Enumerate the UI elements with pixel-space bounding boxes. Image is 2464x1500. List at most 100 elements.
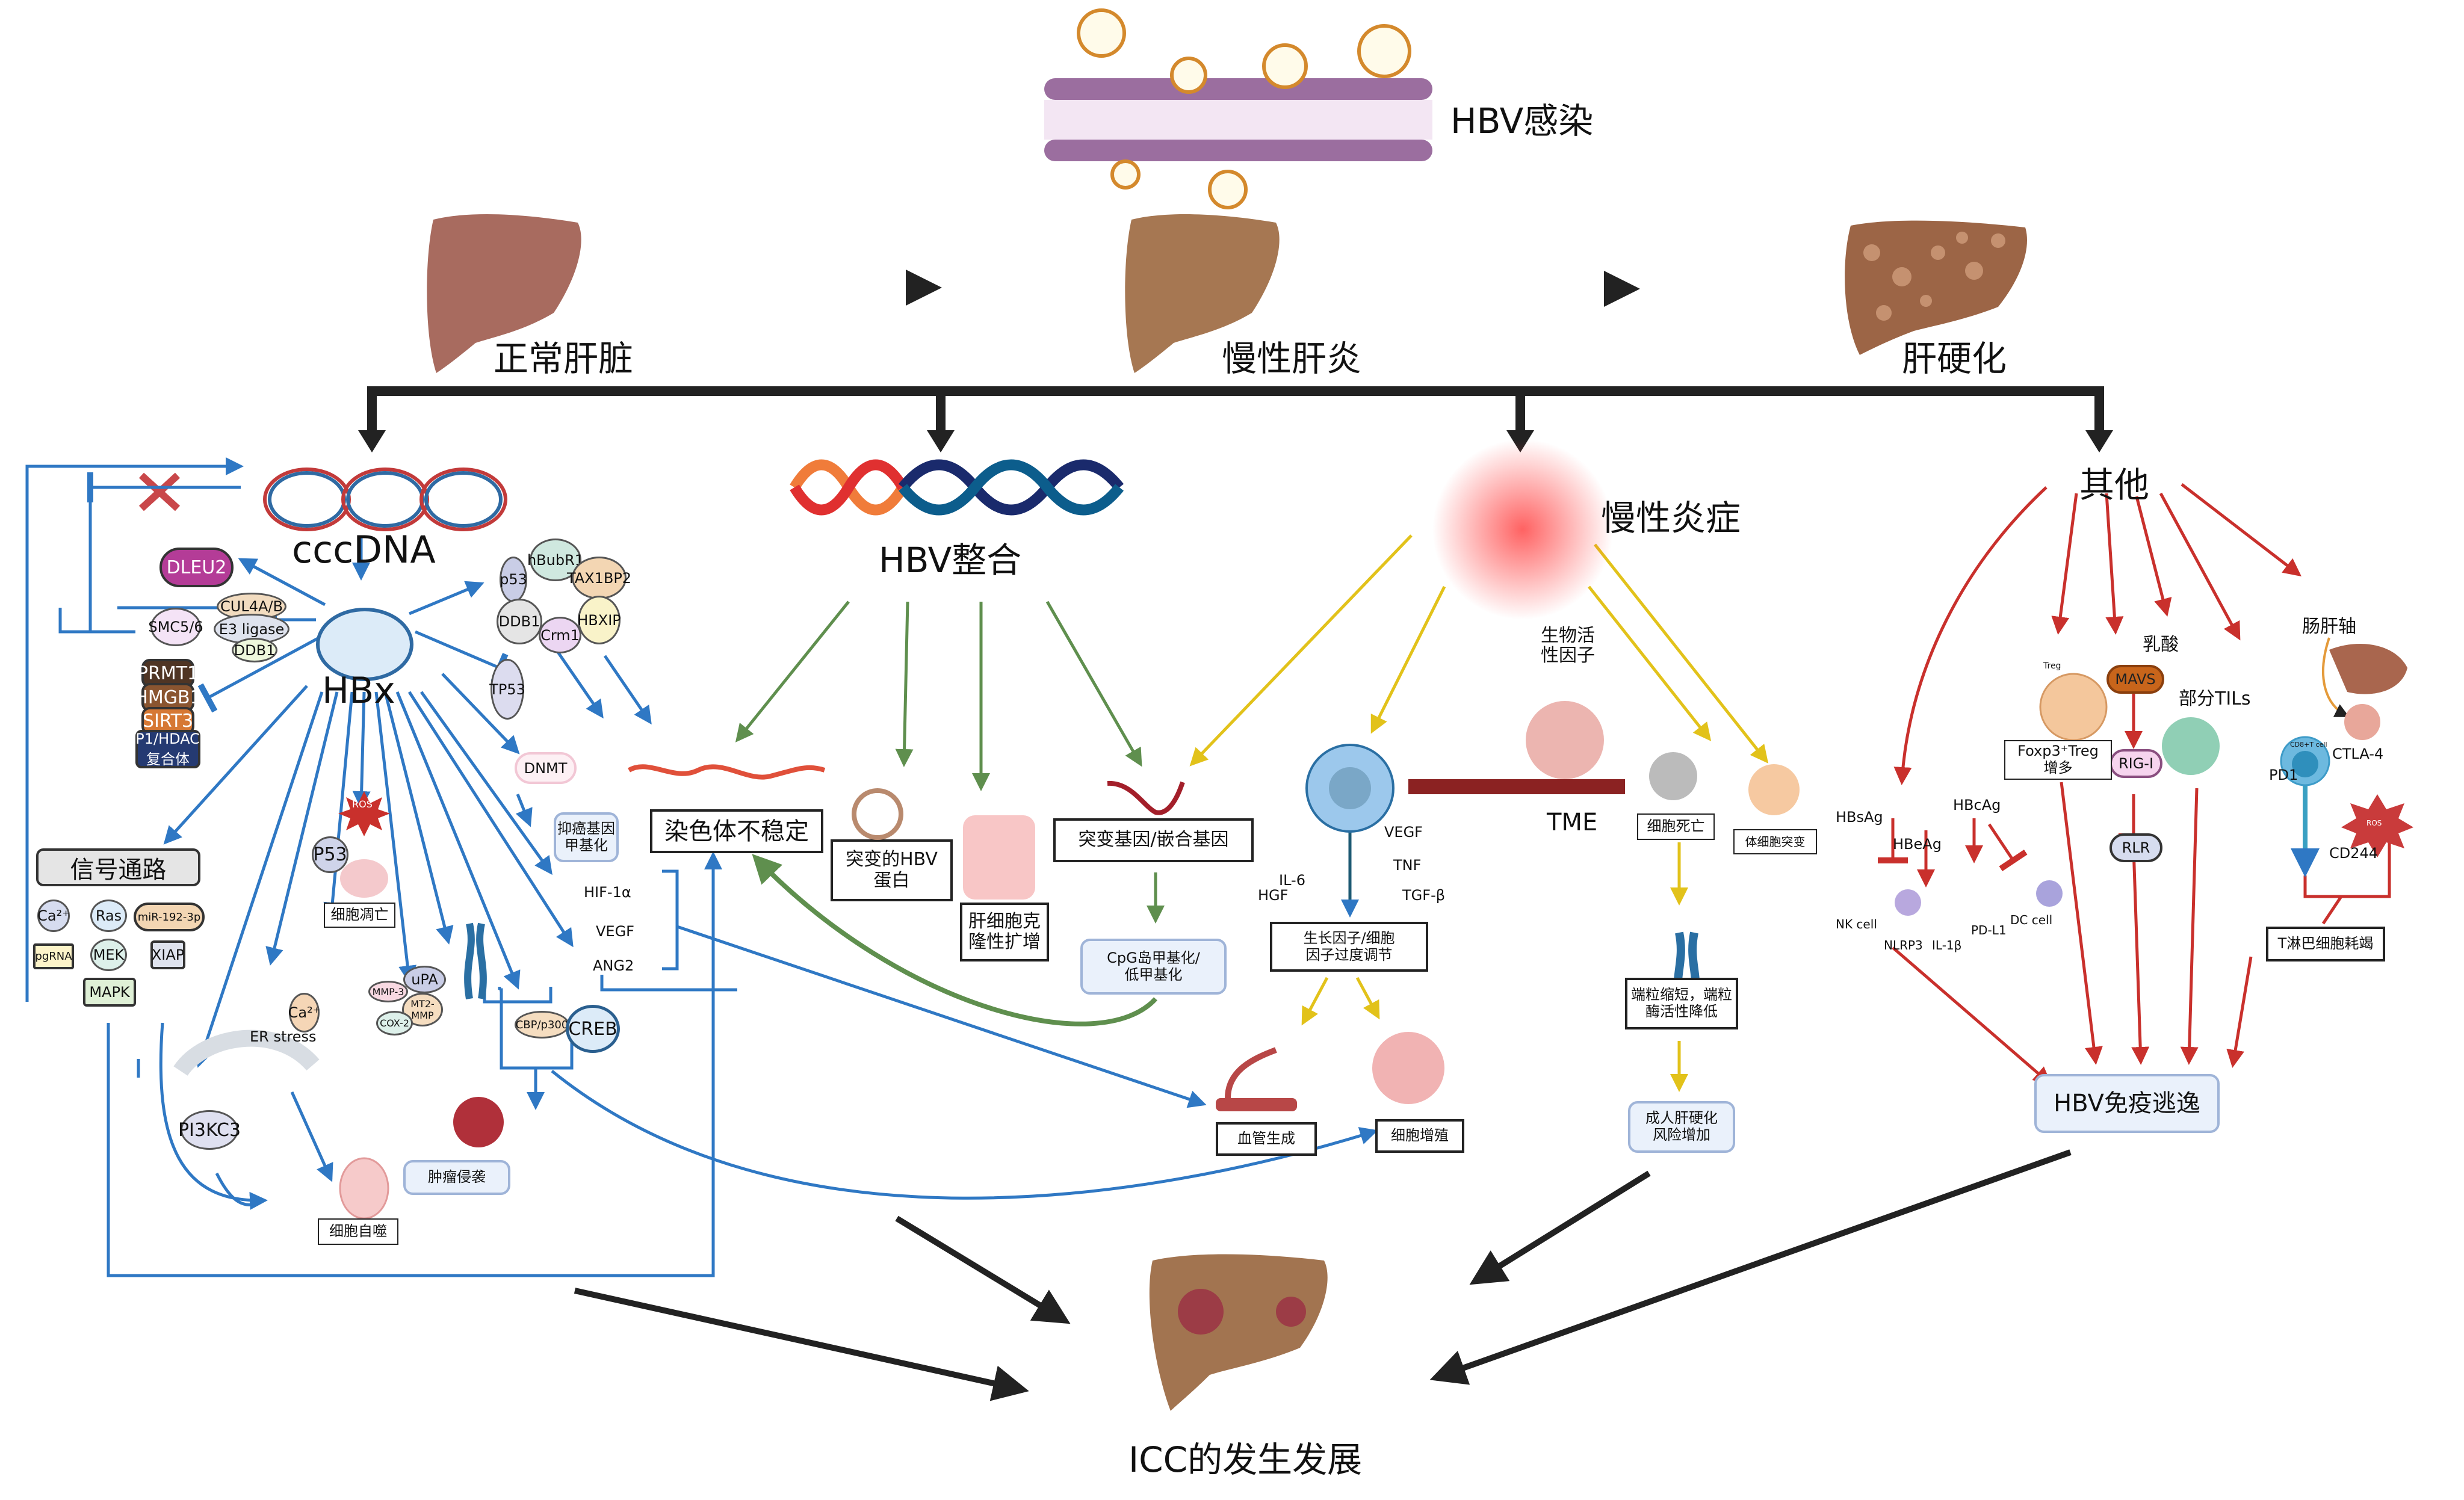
integration-title: HBV整合 <box>879 540 1022 581</box>
node-tp53: TP53 <box>489 659 525 720</box>
lactate-label: 乳酸 <box>2143 634 2179 655</box>
cccdna-icon <box>263 468 507 531</box>
label-t-cell-exhaustion: T淋巴细胞耗竭 <box>2266 927 2385 961</box>
main-bracket <box>367 386 2104 433</box>
stage-label-cirrhosis: 肝硬化 <box>1902 338 2007 379</box>
gut-liver-axis-label: 肠肝轴 <box>2302 616 2356 637</box>
inflammation-title: 慢性炎症 <box>1601 498 1741 539</box>
liver-cirrhosis-icon <box>1845 220 2027 355</box>
label-mutant-hbv-protein: 突变的HBV 蛋白 <box>831 839 953 901</box>
gut-liver-liver-icon <box>2329 644 2407 694</box>
node-dleu2: DLEU2 <box>159 548 234 587</box>
signal-pathway-header: 信号通路 <box>36 848 200 886</box>
node-mek: MEK <box>90 939 127 971</box>
node-crm1: Crm1 <box>539 617 581 653</box>
other-title: 其他 <box>2079 465 2150 505</box>
cd244-label: CD244 <box>2329 845 2379 862</box>
mutant-protein-icon <box>852 788 903 840</box>
node-mmp3: MMP-3 <box>368 981 408 1002</box>
blocked-x-icon <box>138 472 181 511</box>
liver-normal-icon <box>427 214 581 373</box>
treg-cell-label: Treg <box>2043 661 2061 671</box>
hbx-protein-icon <box>316 608 413 681</box>
label-apoptosis: 细胞凋亡 <box>324 903 395 928</box>
hbv-virion-icons <box>1077 8 1411 209</box>
node-xiap: XIAP <box>150 940 185 969</box>
label-cpg-methylation: CpG岛甲基化/ 低甲基化 <box>1080 939 1227 995</box>
node-tax1bp2: TAX1BP2 <box>567 557 631 599</box>
treg-cluster-icon <box>2039 673 2108 741</box>
cytokine-hgf: HGF <box>1258 887 1289 904</box>
dead-cells-icon <box>1649 752 1697 800</box>
node-dnmt: DNMT <box>515 752 577 784</box>
pd1-label: PD1 <box>2269 767 2298 783</box>
node-mt2-mmp: MT2-MMP <box>402 993 443 1026</box>
tils-label: 部分TILs <box>2179 688 2251 709</box>
ros-label-other: ROS <box>2366 819 2382 827</box>
hbx-title: HBx <box>322 670 395 712</box>
node-rlr: RLR <box>2110 833 2162 862</box>
proliferating-cells-icon <box>1372 1032 1444 1104</box>
cd8-cell-label: CD8+T cell <box>2290 741 2327 748</box>
intestine-icon <box>2344 704 2380 740</box>
cell-membrane <box>1044 78 1432 161</box>
node-ddb1: DDB1 <box>497 599 542 644</box>
outcome-label: ICC的发生发展 <box>1128 1439 1363 1480</box>
target-nk-cell: NK cell <box>1836 917 1877 931</box>
node-p53-complex: p53 <box>500 557 527 602</box>
blood-vessel-icon <box>1216 1098 1297 1111</box>
label-autophagy: 细胞自噬 <box>318 1218 398 1245</box>
tumor-cells-icon <box>453 1097 504 1147</box>
label-hbv-immune-escape: HBV免疫逃逸 <box>2034 1074 2220 1133</box>
node-mavs: MAVS <box>2106 665 2164 694</box>
liver-hepatitis-icon <box>1125 214 1280 373</box>
tils-cluster-icon <box>2162 717 2220 775</box>
label-chromosome-instability: 染色体不稳定 <box>650 809 823 853</box>
cytokine-tnf: TNF <box>1393 857 1422 874</box>
ctla4-label: CTLA-4 <box>2332 745 2384 762</box>
target-dc-cell: DC cell <box>2010 913 2053 927</box>
stage-label-chronic-hepatitis: 慢性肝炎 <box>1222 338 1362 379</box>
label-cell-death: 细胞死亡 <box>1637 813 1715 840</box>
label-treg-increase: Foxp3⁺Treg 增多 <box>2004 740 2112 780</box>
node-mir-192-3p: miR-192-3p <box>134 903 205 931</box>
label-telomere-shortening: 端粒缩短，端粒 酶活性降低 <box>1625 978 1738 1029</box>
node-ca2: Ca²⁺ <box>37 900 70 932</box>
chromosome-icon <box>464 922 487 999</box>
inflammation-glow <box>1432 439 1613 620</box>
cccdna-title: cccDNA <box>292 528 436 572</box>
liver-icc-icon <box>1149 1254 1328 1411</box>
hepatocytes-icon <box>963 815 1035 900</box>
factor-vegf: VEGF <box>596 923 634 940</box>
node-creb: CREB <box>566 1005 620 1053</box>
apoptotic-cell-icon <box>340 859 388 898</box>
dna-helix-icon <box>790 459 1124 516</box>
factor-hif1a: HIF-1α <box>584 884 631 901</box>
node-e3-ligase: E3 ligase <box>214 614 289 644</box>
node-pgrna: pgRNA <box>33 943 74 969</box>
node-ras: Ras <box>90 900 127 932</box>
label-mutant-chimeric-gene: 突变基因/嵌合基因 <box>1053 818 1254 862</box>
ros-cluster-icon <box>2341 794 2413 857</box>
mutant-cells-icon <box>1748 764 1800 815</box>
node-p53: P53 <box>312 836 348 873</box>
bioactive-factors-label: 生物活 性因子 <box>1541 625 1595 666</box>
cytokine-il6: IL-6 <box>1279 872 1305 889</box>
er-icon <box>173 1029 320 1076</box>
antigen-hbsag: HBsAg <box>1836 809 1883 826</box>
cytokine-vegf: VEGF <box>1384 824 1423 841</box>
tme-label: TME <box>1547 809 1598 836</box>
node-tsg-methylation: 抑癌基因 甲基化 <box>554 812 619 862</box>
label-angiogenesis: 血管生成 <box>1216 1122 1317 1156</box>
node-pp1-hdac1-complex: PP1/HDAC1 复合体 <box>126 730 209 768</box>
target-nlrp3: NLRP3 <box>1884 938 1923 952</box>
stage-label-normal-liver: 正常肝脏 <box>494 338 634 379</box>
vessel-icon <box>1408 779 1625 794</box>
cytokine-tgfb: TGF-β <box>1402 887 1446 904</box>
ros-label: ROS <box>352 798 373 810</box>
node-mapk: MAPK <box>83 978 136 1007</box>
node-pi3kc3: PI3KC3 <box>178 1110 241 1150</box>
node-rig-i: RIG-I <box>2110 749 2162 778</box>
target-pd-l1: PD-L1 <box>1971 923 2007 937</box>
